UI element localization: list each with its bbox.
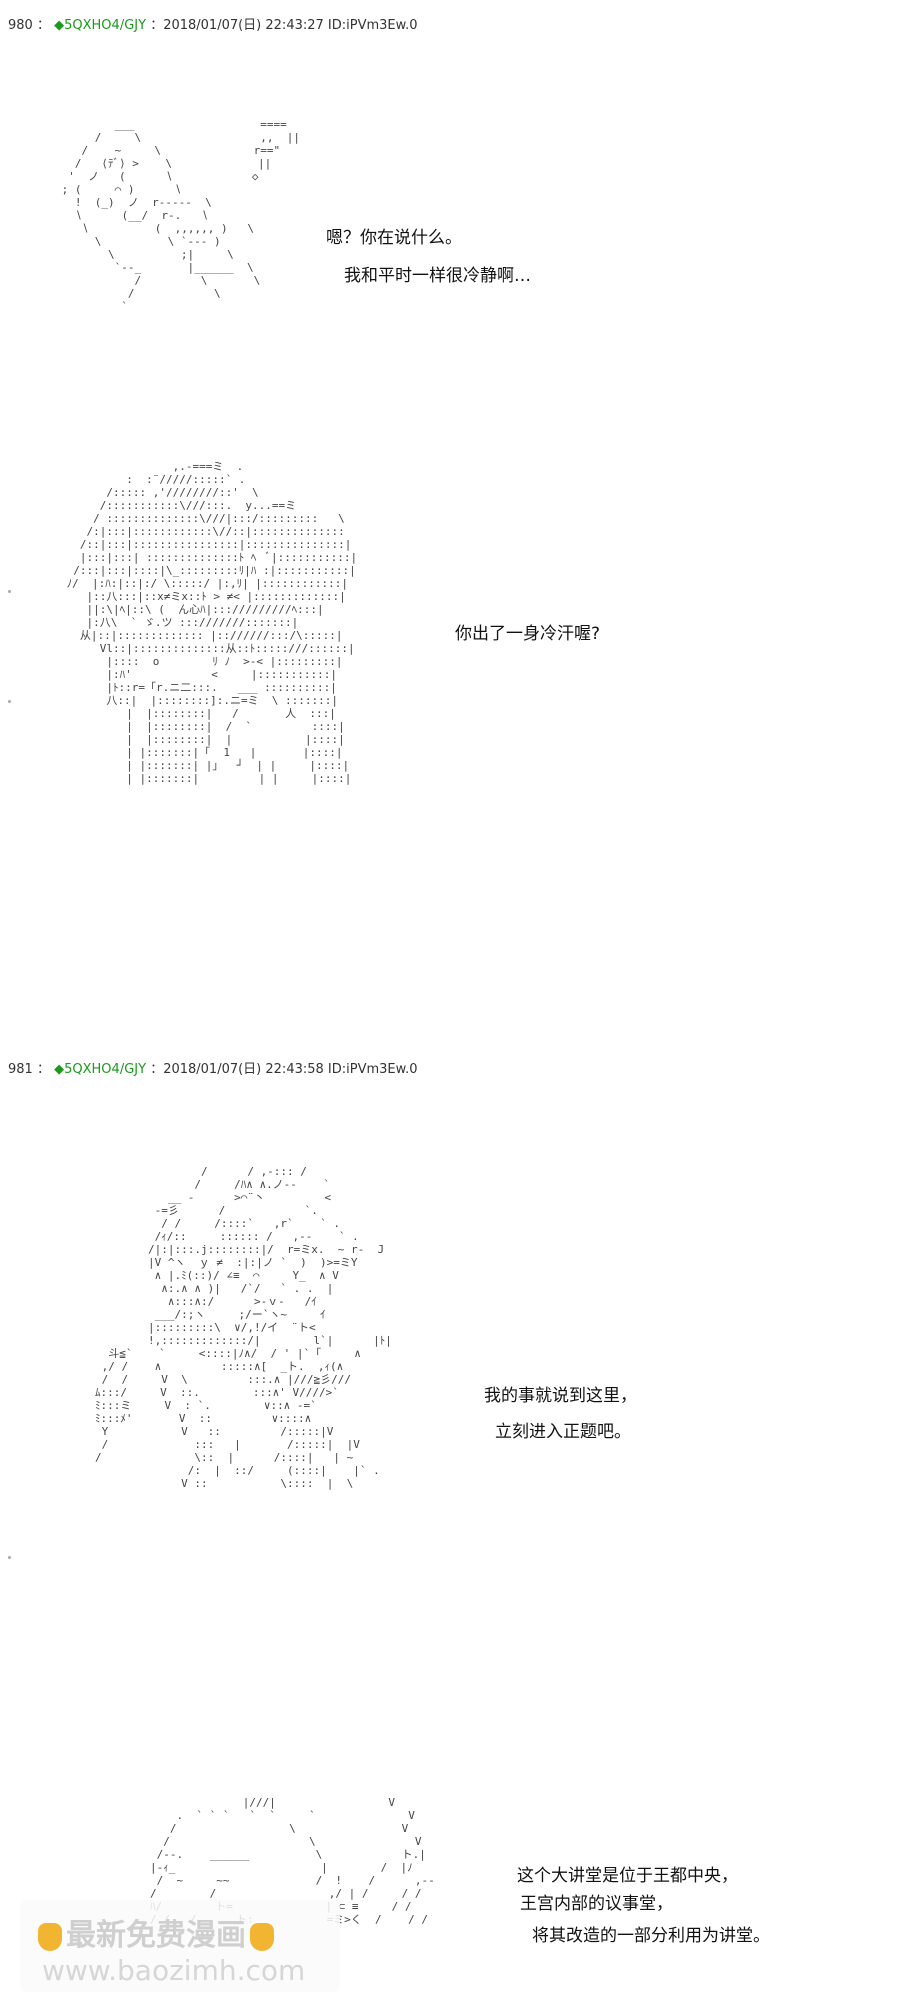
- ascii-art-character-3: / / ,-::: / / /ﾊ∧ ∧.ノ-- ` __ - >⌒¨丶 < -=…: [95, 1165, 392, 1490]
- pointing-hand-icon: [250, 1922, 274, 1951]
- post-trip: 5QXHO4/GJY: [64, 18, 147, 33]
- dialogue-line: 我和平时一样很冷静啊…: [344, 266, 531, 286]
- ascii-art-character-1: ___ ==== / \ ,, || / ~ \ r==" / ⟨ﾃﾞ⟩ > \…: [61, 118, 301, 313]
- post-header-981: 981 ： ◆5QXHO4/GJY ：2018/01/07(日) 22:43:5…: [8, 1058, 417, 1077]
- watermark: 最新免费漫画 www.baozimh.com: [20, 1900, 340, 1992]
- trip-diamond-icon: ◆: [54, 18, 65, 33]
- post-separator: ：: [36, 18, 50, 33]
- dialogue-line: 嗯？你在说什么。: [326, 228, 462, 248]
- dialogue-line: 立刻进入正题吧。: [495, 1422, 631, 1442]
- dot-mark: [8, 1556, 11, 1559]
- post-number: 981: [8, 1062, 33, 1077]
- post-date: ：2018/01/07(日) 22:43:58 ID:iPVm3Ew.0: [150, 1062, 418, 1077]
- dialogue-line: 这个大讲堂是位于王都中央，: [517, 1866, 738, 1886]
- dot-mark: [8, 700, 11, 703]
- trip-diamond-icon: ◆: [54, 1062, 65, 1077]
- post-number: 980: [8, 18, 33, 33]
- dialogue-line: 你出了一身冷汗喔?: [455, 624, 601, 644]
- post-separator: ：: [36, 1062, 50, 1077]
- post-header-980: 980 ： ◆5QXHO4/GJY ：2018/01/07(日) 22:43:2…: [8, 14, 417, 33]
- ascii-art-character-2: ,.-===ミ . : :¨/////:::::` . /::::: ,'///…: [66, 460, 358, 785]
- watermark-url: www.baozimh.com: [42, 1954, 306, 1987]
- dialogue-line: 将其改造的一部分利用为讲堂。: [532, 1926, 770, 1946]
- dot-mark: [8, 590, 11, 593]
- dialogue-line: 王宫内部的议事堂，: [520, 1894, 673, 1914]
- watermark-title: 最新免费漫画: [34, 1910, 278, 1954]
- post-date: ：2018/01/07(日) 22:43:27 ID:iPVm3Ew.0: [150, 18, 418, 33]
- pointing-hand-icon: [38, 1922, 62, 1951]
- watermark-text: 最新免费漫画: [66, 1918, 246, 1953]
- post-trip: 5QXHO4/GJY: [64, 1062, 147, 1077]
- dialogue-line: 我的事就说到这里，: [484, 1386, 637, 1406]
